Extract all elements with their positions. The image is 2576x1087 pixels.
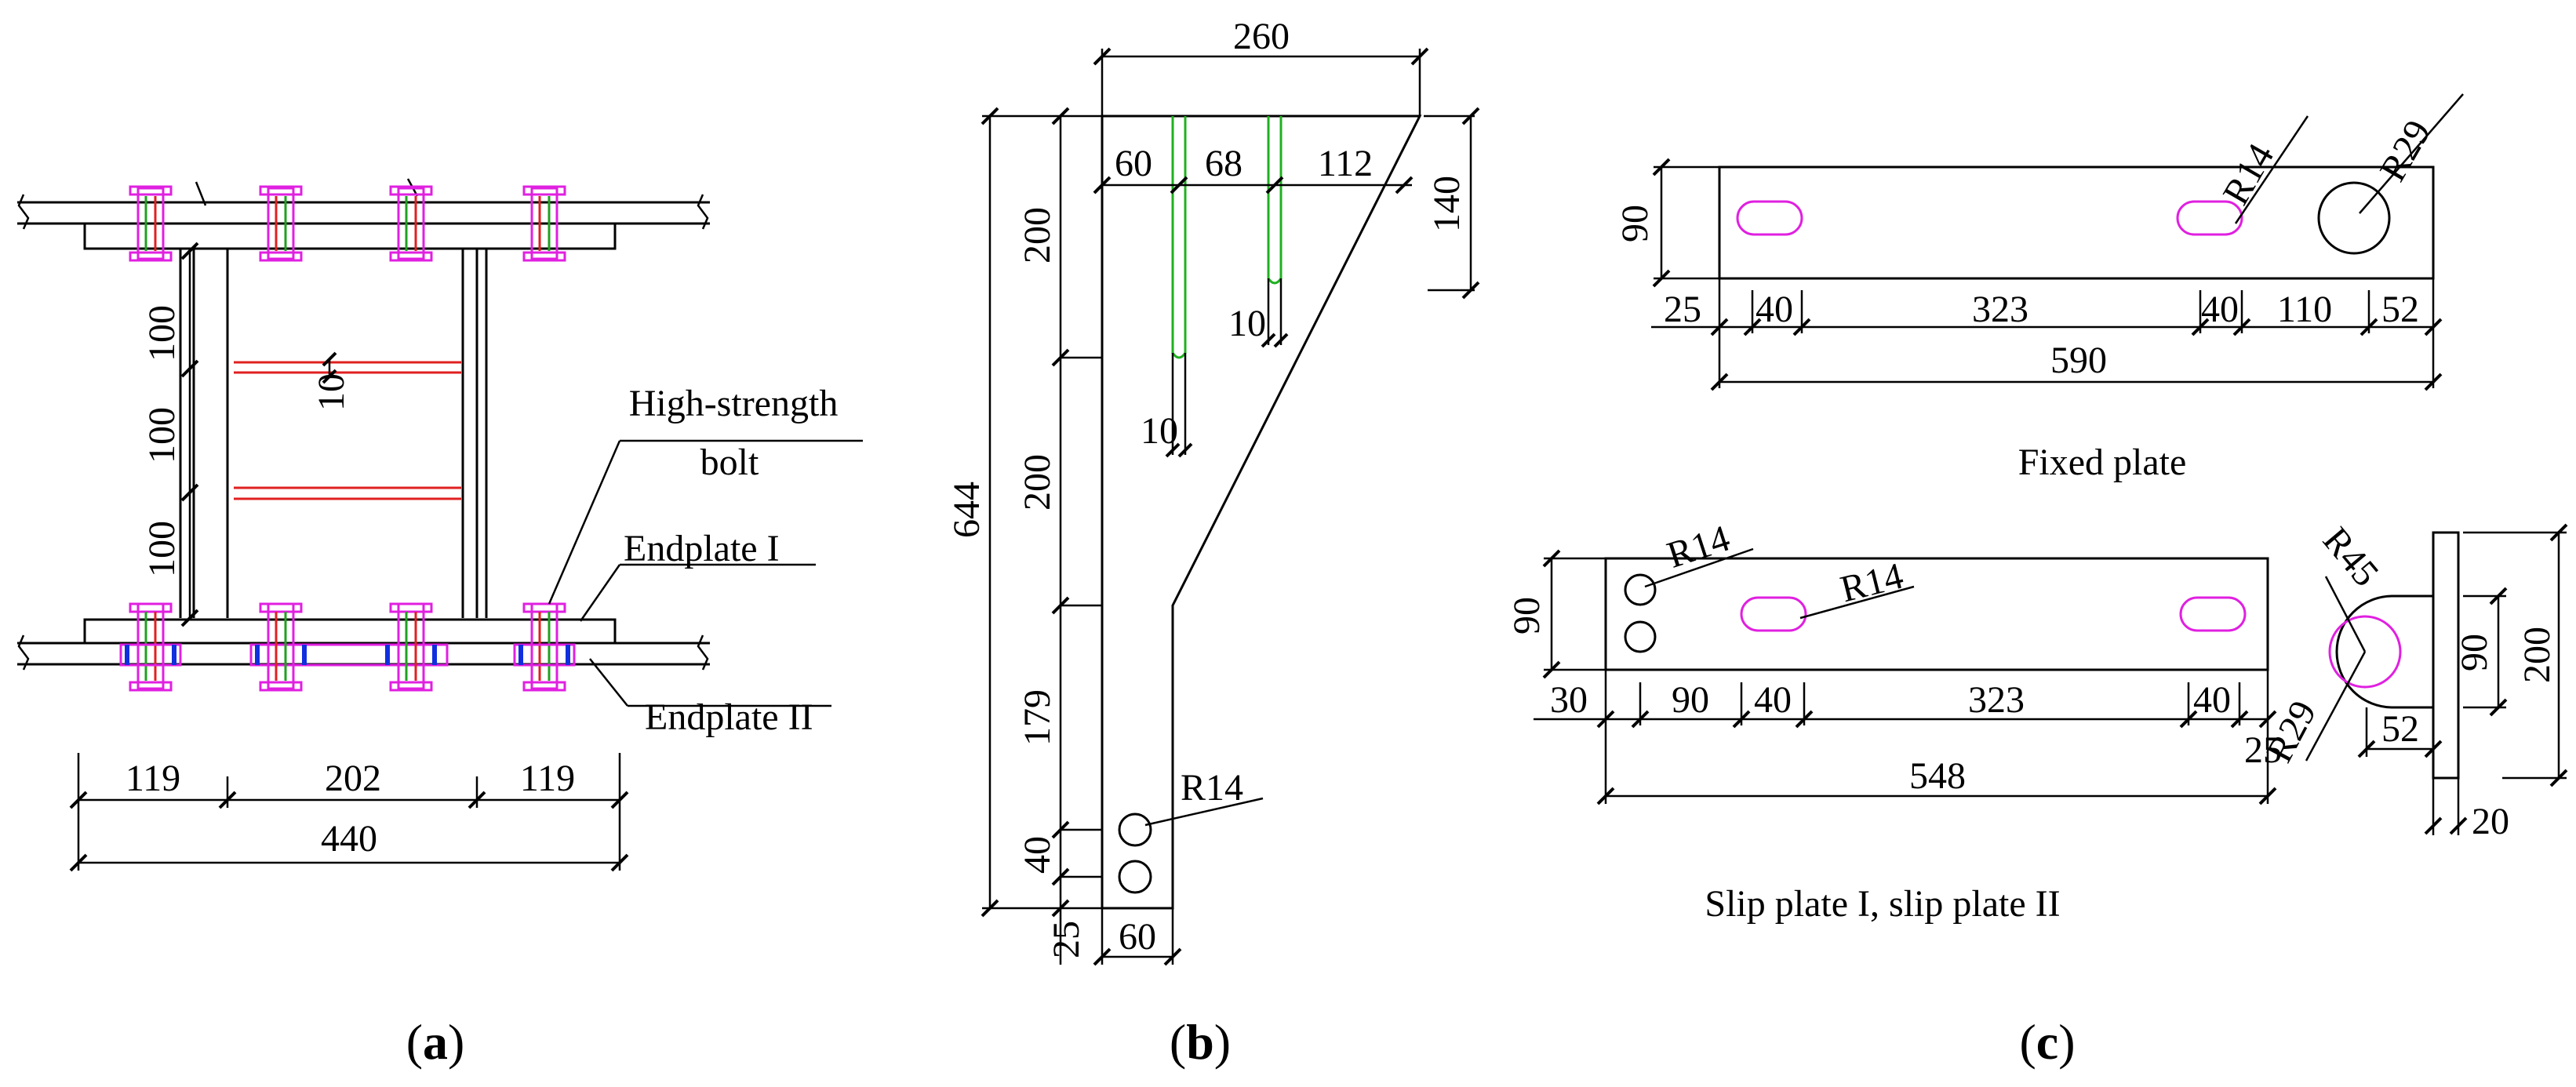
fixed-dim-590: 590 xyxy=(2050,340,2107,381)
dim-10-stiffener: 10 xyxy=(311,373,352,411)
dim-40: 40 xyxy=(1017,836,1058,874)
dim-68: 68 xyxy=(1205,143,1243,184)
slip-dim-90-side: 90 xyxy=(2454,634,2495,671)
caption-b: (b) xyxy=(1170,1014,1231,1070)
label-endplate-i: Endplate I xyxy=(624,528,780,569)
slip-side-view xyxy=(2305,523,2568,835)
dim-440: 440 xyxy=(321,818,377,860)
slip-label-r45: R45 xyxy=(2315,519,2387,594)
slip-plate-title: Slip plate I, slip plate II xyxy=(1705,883,2060,925)
slip-dim-25: 25 xyxy=(2244,729,2282,771)
caption-a: (a) xyxy=(406,1014,465,1070)
dim-60-bottom xyxy=(1093,908,1182,966)
dim-top-b xyxy=(1093,47,1429,194)
leaders-a xyxy=(548,439,863,707)
dim-260: 260 xyxy=(1233,16,1290,57)
panel-a: 100 100 100 10 High-strength bolt Endpla… xyxy=(17,178,863,1070)
panel-b: 260 60 68 112 140 xyxy=(946,16,1480,1070)
dim-10-b-label: 10 xyxy=(1228,303,1266,344)
r14-leader-b xyxy=(1144,797,1264,827)
label-r14-b: R14 xyxy=(1181,767,1243,809)
panel-c: 90 25 40 323 40 110 52 590 R14 R29 Fixed… xyxy=(1506,93,2568,1070)
dim-644: 644 xyxy=(946,482,988,538)
fixed-dim-323: 323 xyxy=(1972,289,2028,330)
dim-60-bottom-label: 60 xyxy=(1119,916,1156,958)
hole-upper xyxy=(1118,813,1152,847)
dim-100-top: 100 xyxy=(141,305,183,362)
caption-c: (c) xyxy=(2019,1014,2075,1070)
slip-dim-323: 323 xyxy=(1968,679,2025,721)
slip-dim-40-b: 40 xyxy=(2193,679,2231,721)
dim-60-top: 60 xyxy=(1115,143,1152,184)
slip-plate xyxy=(1534,547,2277,805)
dim-25: 25 xyxy=(1046,921,1087,958)
dim-140-label: 140 xyxy=(1426,176,1468,232)
dim-10-a: 10 xyxy=(1141,410,1178,452)
top-flange xyxy=(17,178,710,250)
dim-140 xyxy=(1424,107,1480,300)
slip-dim-548: 548 xyxy=(1909,755,1966,797)
dim-vertical-a xyxy=(180,242,337,627)
fixed-dim-25: 25 xyxy=(1664,289,1701,330)
bracket-plate xyxy=(1101,115,1422,910)
dim-horizontal-a xyxy=(69,753,629,872)
dim-200-mid: 200 xyxy=(1017,454,1058,511)
dim-100-bot: 100 xyxy=(141,521,183,577)
dim-179: 179 xyxy=(1017,689,1058,746)
hole-lower xyxy=(1118,860,1152,894)
dim-112: 112 xyxy=(1318,143,1373,184)
dim-left-b xyxy=(981,107,1102,965)
fixed-dim-40-b: 40 xyxy=(2201,289,2239,330)
label-high-strength: High-strength xyxy=(629,383,839,424)
slip-dim-90: 90 xyxy=(1506,597,1548,634)
slip-dim-52: 52 xyxy=(2381,708,2419,750)
fixed-label-r29: R29 xyxy=(2372,113,2440,188)
fixed-dim-52: 52 xyxy=(2381,289,2419,330)
slip-dim-200: 200 xyxy=(2516,627,2558,683)
dim-202: 202 xyxy=(325,758,381,799)
fixed-plate xyxy=(1651,93,2464,391)
slip-label-r14-a: R14 xyxy=(1662,518,1734,576)
dim-100-mid: 100 xyxy=(141,407,183,464)
label-endplate-ii: Endplate II xyxy=(645,696,813,738)
fixed-dim-110: 110 xyxy=(2277,289,2332,330)
label-bolt: bolt xyxy=(700,442,759,483)
slip-label-r14-b: R14 xyxy=(1836,555,1907,611)
slip-dim-40-a: 40 xyxy=(1754,679,1792,721)
dim-119-left: 119 xyxy=(126,758,180,799)
fixed-plate-title: Fixed plate xyxy=(2018,442,2187,483)
fixed-dim-90: 90 xyxy=(1614,205,1656,242)
top-bolts xyxy=(129,185,566,262)
fixed-dim-40-a: 40 xyxy=(1756,289,1793,330)
slip-dim-30: 30 xyxy=(1550,679,1588,721)
slip-dim-90-b: 90 xyxy=(1672,679,1709,721)
red-stiffeners xyxy=(234,361,461,500)
bottom-bolts xyxy=(119,602,576,692)
dim-119-right: 119 xyxy=(520,758,575,799)
web-plates xyxy=(179,249,488,618)
dim-200-top: 200 xyxy=(1017,207,1058,264)
dim-10-b xyxy=(1165,278,1289,458)
slip-dim-20: 20 xyxy=(2472,801,2509,842)
